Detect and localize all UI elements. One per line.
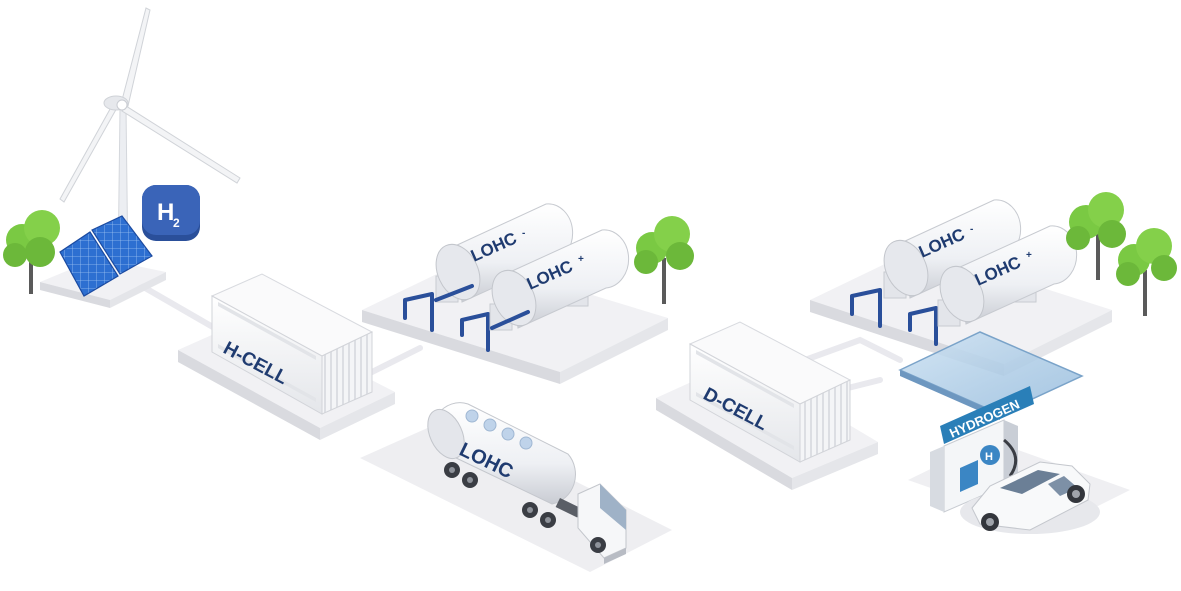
right-tank-piping	[850, 288, 938, 346]
dispenser-badge-text: H	[985, 451, 993, 463]
left-tank-piping-front	[434, 284, 530, 330]
right-tank-lohc-minus: LOHC -	[883, 199, 1022, 299]
tank-label-superscript: +	[578, 254, 584, 265]
tank-label-superscript: +	[1026, 250, 1032, 261]
h2-badge-subscript: 2	[173, 216, 180, 230]
h2-badge-letter: H	[157, 199, 174, 226]
station-canopy	[898, 331, 1084, 420]
solar-panel-icon	[59, 215, 153, 297]
tree-icon	[1116, 228, 1177, 316]
left-tank-lohc-plus: LOHC +	[491, 229, 630, 329]
d-cell-container: D-CELL	[688, 321, 852, 463]
h-cell-container: H-CELL	[210, 273, 374, 415]
tree-icon	[634, 216, 694, 304]
tree-icon	[1066, 192, 1126, 280]
right-tank-lohc-plus: LOHC +	[939, 225, 1078, 325]
left-tank-piping	[403, 292, 490, 352]
tank-label-superscript: -	[522, 228, 525, 239]
h2-badge: H 2	[142, 185, 200, 241]
tank-label-superscript: -	[970, 224, 973, 235]
car-icon	[960, 461, 1100, 534]
tree-icon	[3, 210, 60, 294]
